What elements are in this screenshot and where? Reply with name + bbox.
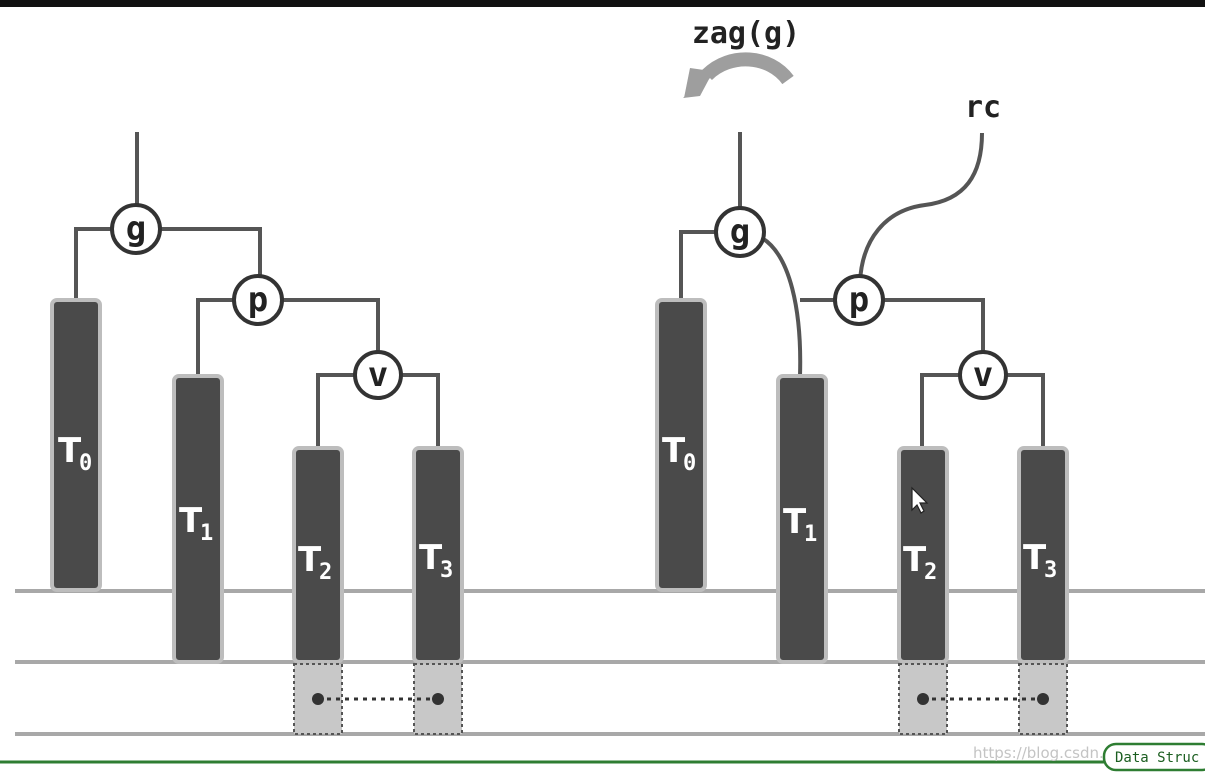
after-subtree-t3: T 3 <box>1017 446 1069 664</box>
course-tag: Data Struc <box>1102 742 1205 772</box>
svg-text:p: p <box>849 280 869 320</box>
before-edge-g-left <box>74 227 112 300</box>
before-subtree-t2-sub: 2 <box>319 560 332 585</box>
after-subtree-t3-sub: 3 <box>1044 558 1057 583</box>
before-subtree-t1-sub: 1 <box>200 521 213 546</box>
before-node-g: g <box>110 203 162 255</box>
before-edge-g-p <box>160 227 262 280</box>
top-border <box>0 0 1205 7</box>
after-edge-g-left <box>679 230 716 300</box>
rc-label: rc <box>965 90 1001 125</box>
before-subtree-t0: T 0 <box>50 298 102 592</box>
before-subtree-t2-label: T <box>298 540 322 580</box>
after-edge-g-t1 <box>760 236 803 377</box>
after-node-p: p <box>833 274 885 326</box>
svg-text:v: v <box>973 355 993 395</box>
before-subtree-t1: T 1 <box>172 374 224 664</box>
after-edge-v-left <box>920 373 960 448</box>
before-subtree-t3-label: T <box>419 538 443 578</box>
svg-text:g: g <box>730 212 750 252</box>
after-subtree-t0: T 0 <box>655 298 707 592</box>
svg-text:g: g <box>126 209 146 249</box>
before-edge-v-right <box>401 373 440 448</box>
before-subtree-t3: T 3 <box>412 446 464 664</box>
zag-label: zag(g) <box>692 16 800 51</box>
after-subtree-t2-label: T <box>903 540 927 580</box>
svg-text:v: v <box>368 355 388 395</box>
after-subtree-t2: T 2 <box>897 446 949 664</box>
after-edge-p-v <box>883 298 985 352</box>
after-subtree-t1-label: T <box>783 502 807 542</box>
after-external-nodes <box>898 663 1068 735</box>
after-subtree-t0-label: T <box>662 431 686 471</box>
before-edge-v-left <box>316 373 355 448</box>
before-external-nodes <box>293 663 463 735</box>
after-subtree-t1: T 1 <box>776 374 828 664</box>
after-edge-v-right <box>1006 373 1045 448</box>
before-subtree-t3-sub: 3 <box>440 558 453 583</box>
after-subtree-t3-label: T <box>1023 538 1047 578</box>
after-subtree-t1-sub: 1 <box>804 522 817 547</box>
svg-text:p: p <box>248 280 268 320</box>
before-edge-p-v <box>283 298 380 352</box>
before-subtree-t1-label: T <box>179 501 203 541</box>
before-edge-p-left <box>196 298 233 376</box>
before-tree: T 0 T 1 T 2 T 3 g <box>50 132 464 735</box>
before-node-p: p <box>232 274 284 326</box>
rc-pointer-edge <box>858 132 984 283</box>
after-tree: zag(g) rc T 0 T 1 T 2 <box>655 16 1069 735</box>
after-subtree-t2-sub: 2 <box>924 560 937 585</box>
before-subtree-t2: T 2 <box>292 446 344 664</box>
before-subtree-t0-sub: 0 <box>79 451 92 476</box>
before-node-v: v <box>353 350 403 400</box>
after-node-g: g <box>714 206 766 258</box>
mouse-cursor-icon <box>911 486 929 514</box>
after-node-v: v <box>958 350 1008 400</box>
before-subtree-t0-label: T <box>58 431 82 471</box>
course-tag-label: Data Struc <box>1115 750 1199 766</box>
rotation-arrow-icon <box>702 52 794 85</box>
after-subtree-t0-sub: 0 <box>683 451 696 476</box>
